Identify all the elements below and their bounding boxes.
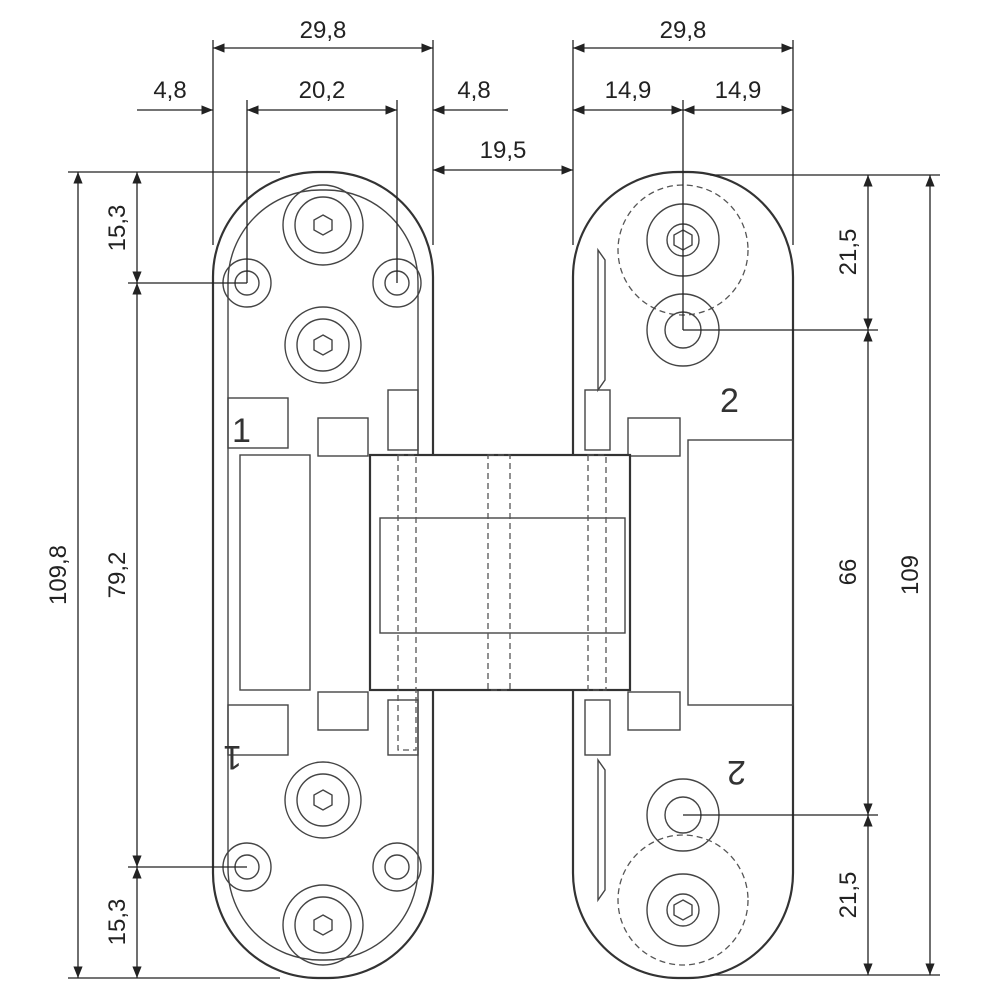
dim-right-half-left: 14,9 [605,77,652,104]
hinge-mechanism [239,453,632,751]
dim-left-offset: 4,8 [153,77,186,104]
part-label-left-bottom: 1 [223,738,242,776]
part-label-right-top: 2 [720,382,739,420]
dim-left-hole-spacing-vertical: 79,2 [104,552,131,599]
dim-left-top-offset: 15,3 [104,205,131,252]
dim-right-top-offset: 21,5 [835,229,862,276]
dimension-lines [73,43,935,978]
dim-top-right-width: 29,8 [660,17,707,44]
dim-right-offset: 4,8 [457,77,490,104]
dim-right-half-right: 14,9 [715,77,762,104]
dim-left-hole-spacing: 20,2 [299,77,346,104]
dim-left-overall-height: 109,8 [45,545,72,605]
dim-right-bottom-offset: 21,5 [835,872,862,919]
dim-right-hole-spacing: 66 [835,559,862,586]
extension-lines [68,40,940,979]
dim-right-overall-height: 109 [897,555,924,595]
dim-top-left-width: 29,8 [300,17,347,44]
part-label-left-top: 1 [232,412,251,450]
dim-gap: 19,5 [480,137,527,164]
part-label-right-bottom: 2 [727,753,746,791]
dim-left-bottom-offset: 15,3 [104,899,131,946]
